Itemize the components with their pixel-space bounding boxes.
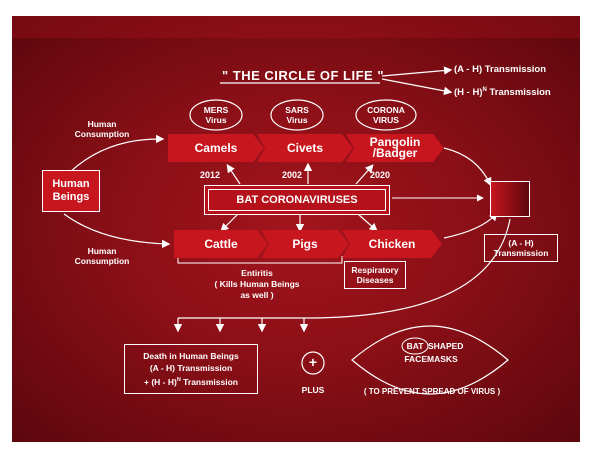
respiratory-diseases-box: Respiratory Diseases bbox=[344, 261, 406, 289]
virus-corona-line1: CORONA bbox=[367, 105, 405, 115]
plus-label: PLUS bbox=[301, 385, 325, 395]
virus-oval-sars bbox=[270, 99, 324, 131]
entiritis-line3: as well ) bbox=[240, 290, 274, 300]
bat-word-oval bbox=[401, 337, 429, 355]
death-hh-suffix: Transmission bbox=[180, 376, 238, 387]
diagram-title: " THE CIRCLE OF LIFE " bbox=[222, 68, 384, 83]
chain-step-chicken: Chicken bbox=[342, 230, 442, 258]
chain-step-cattle: Cattle bbox=[174, 230, 268, 258]
consumption-top-line1: Human bbox=[87, 119, 117, 129]
legend-hh-transmission: (H - H)N Transmission bbox=[454, 87, 551, 98]
entiritis-line1: Entiritis bbox=[241, 268, 273, 278]
ah-box-line1: (A - H) bbox=[508, 238, 534, 248]
virus-oval-mers bbox=[189, 99, 243, 131]
consumption-bottom-line2: Consumption bbox=[74, 256, 130, 266]
chain-label-pangolin: Pangolin/Badger bbox=[370, 137, 421, 159]
human-beings-box: Human Beings bbox=[42, 170, 100, 212]
entiritis-line2: ( Kills Human Beings bbox=[214, 279, 300, 289]
legend-hh-superscript: N bbox=[482, 87, 487, 93]
mask-bat-word: BAT bbox=[406, 341, 424, 351]
human-consumption-top: Human Consumption bbox=[62, 119, 142, 139]
respiratory-line1: Respiratory bbox=[351, 265, 399, 275]
year-2020: 2020 bbox=[370, 170, 391, 180]
bat-coronaviruses-label: BAT CORONAVIRUSES bbox=[236, 194, 358, 206]
legend-hh-label: (H - H) bbox=[454, 87, 483, 99]
entiritis-note: Entiritis ( Kills Human Beings as well ) bbox=[182, 268, 332, 301]
bat-coronaviruses-box: BAT CORONAVIRUSES bbox=[204, 185, 390, 215]
connector-lines bbox=[63, 66, 511, 395]
bat-mask-shape bbox=[351, 325, 509, 395]
legend-arrow-ah bbox=[381, 66, 453, 77]
arrow-bat-to-camels bbox=[226, 164, 241, 185]
consumption-bottom-line1: Human bbox=[87, 246, 117, 256]
arrow-bat-to-cattle bbox=[220, 213, 239, 232]
chain-label-camels: Camels bbox=[194, 140, 238, 155]
chain-label-chicken: Chicken bbox=[368, 236, 416, 251]
virus-mers-line1: MERS bbox=[203, 105, 229, 115]
bat-coronaviruses-inner: BAT CORONAVIRUSES bbox=[208, 189, 386, 211]
chain-label-pigs: Pigs bbox=[292, 236, 318, 251]
ah-box-line2: Transmission bbox=[493, 248, 549, 258]
year-2012: 2012 bbox=[200, 170, 221, 180]
curve-human-to-cattle bbox=[63, 213, 171, 249]
plus-symbol: + bbox=[308, 354, 318, 370]
chain-step-pigs: Pigs bbox=[261, 230, 349, 258]
curve-top-to-right-box bbox=[443, 147, 492, 187]
chain-step-civets: Civets bbox=[257, 134, 353, 162]
chain-label-civets: Civets bbox=[286, 140, 324, 155]
virus-label-sars: SARS Virus bbox=[271, 105, 323, 125]
legend-hh-suffix: Transmission bbox=[486, 87, 551, 99]
death-line3: + (H - H)N Transmission bbox=[144, 374, 238, 388]
pangolin-line1: Pangolin bbox=[369, 135, 421, 149]
virus-label-corona: CORONA VIRUS bbox=[356, 105, 416, 125]
plus-circle bbox=[301, 351, 325, 375]
human-consumption-bottom: Human Consumption bbox=[62, 246, 142, 266]
arrow-bat-to-pangolin bbox=[355, 164, 374, 185]
chain-label-cattle: Cattle bbox=[204, 236, 238, 251]
virus-oval-corona bbox=[355, 99, 417, 131]
pangolin-line2: /Badger bbox=[372, 146, 418, 160]
virus-sars-line2: Virus bbox=[286, 115, 308, 125]
mask-note: ( TO PREVENT SPREAD OF VIRUS ) bbox=[363, 387, 501, 396]
death-hh-label: + (H - H) bbox=[144, 376, 177, 387]
death-hh-superscript: N bbox=[176, 377, 181, 384]
respiratory-line2: Diseases bbox=[356, 275, 394, 285]
arrow-bat-to-chicken bbox=[357, 213, 378, 232]
ah-transmission-box: (A - H) Transmission bbox=[484, 234, 558, 262]
human-beings-line2: Beings bbox=[52, 191, 90, 203]
human-beings-line1: Human bbox=[52, 178, 90, 190]
mask-shaped-word: SHAPED bbox=[428, 341, 464, 351]
virus-mers-line2: Virus bbox=[205, 115, 227, 125]
year-2002: 2002 bbox=[282, 170, 303, 180]
virus-sars-line1: SARS bbox=[285, 105, 309, 115]
curve-right-box-to-bottom bbox=[311, 218, 511, 319]
legend-arrow-hh bbox=[381, 78, 453, 95]
chain-step-pangolin: Pangolin/Badger bbox=[346, 134, 444, 162]
consumption-top-line2: Consumption bbox=[74, 129, 130, 139]
entiritis-bracket bbox=[177, 256, 343, 264]
legend-ah-transmission: (A - H) Transmission bbox=[454, 64, 547, 75]
virus-corona-line2: VIRUS bbox=[373, 115, 399, 125]
chain-step-camels: Camels bbox=[168, 134, 264, 162]
diagram-canvas: " THE CIRCLE OF LIFE " (A - H) Transmiss… bbox=[12, 16, 580, 442]
transmission-square bbox=[490, 181, 530, 217]
death-line2: (A - H) Transmission bbox=[149, 363, 233, 374]
death-in-humans-box: Death in Human Beings (A - H) Transmissi… bbox=[124, 344, 258, 394]
virus-label-mers: MERS Virus bbox=[190, 105, 242, 125]
death-line1: Death in Human Beings bbox=[143, 351, 239, 362]
mask-facemasks-word: FACEMASKS bbox=[404, 354, 458, 364]
